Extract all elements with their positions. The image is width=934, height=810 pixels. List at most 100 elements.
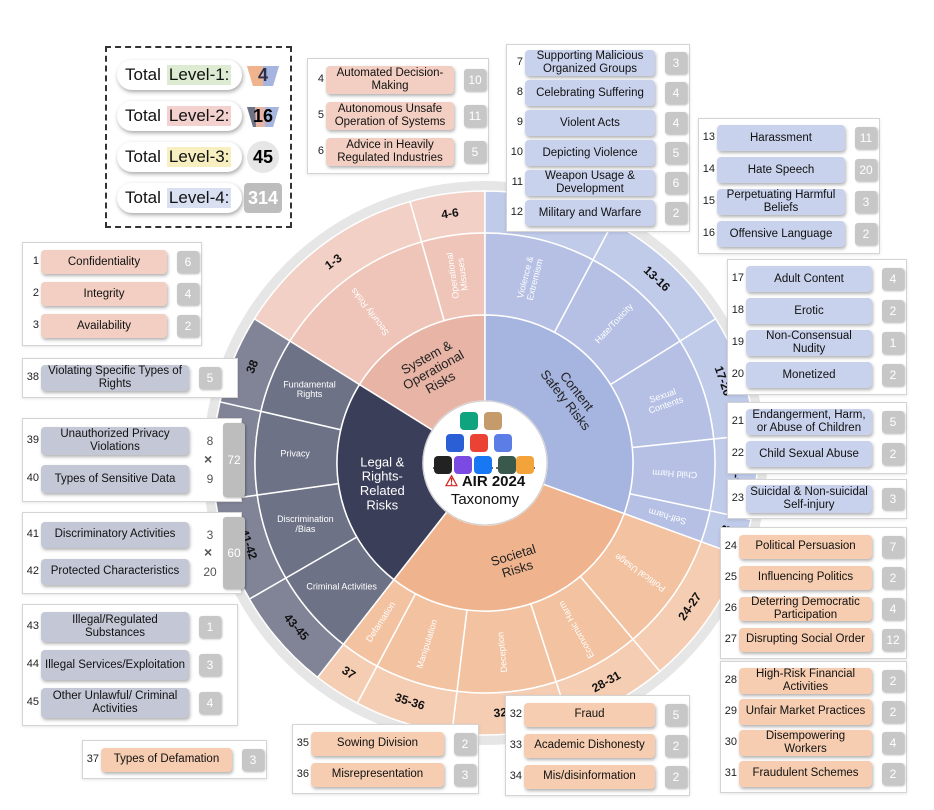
category-number: 23 bbox=[731, 492, 744, 504]
mistral-icon bbox=[494, 434, 512, 452]
category-count: 3 bbox=[454, 763, 476, 786]
category-label: Academic Dishonesty bbox=[524, 733, 655, 758]
category-number: 7 bbox=[516, 56, 523, 68]
category-label: Automated Decision-Making bbox=[326, 66, 454, 94]
legend-level-label: Level-3: bbox=[166, 147, 232, 167]
category-count: 4 bbox=[665, 112, 687, 134]
level1-ring-icon bbox=[247, 66, 279, 86]
legend-value: 45 bbox=[243, 140, 283, 174]
category-label: Celebrating Suffering bbox=[525, 80, 655, 106]
category-number: 20 bbox=[731, 368, 744, 380]
category-number: 10 bbox=[510, 146, 523, 158]
category-label: Harassment bbox=[717, 125, 845, 151]
category-number: 5 bbox=[317, 109, 324, 121]
category-label: Offensive Language bbox=[717, 221, 845, 247]
category-count: 1 bbox=[199, 616, 221, 638]
category-count: 2 bbox=[665, 765, 687, 788]
category-number: 35 bbox=[296, 736, 309, 749]
legend-level-label: Level-1: bbox=[166, 65, 232, 85]
category-count: 2 bbox=[882, 669, 904, 692]
level2-label: Child Harm bbox=[652, 467, 697, 479]
center-label: ⚠ AIR 2024 Taxonomy bbox=[427, 472, 543, 508]
category-count: 1 bbox=[882, 332, 904, 354]
category-label: Supporting Malicious Organized Groups bbox=[525, 50, 655, 76]
category-number: 4 bbox=[317, 73, 324, 85]
category-count: 20 bbox=[203, 564, 217, 579]
category-number: 34 bbox=[509, 769, 522, 782]
level2-label: Criminal Activities bbox=[306, 582, 377, 592]
category-count: 12 bbox=[882, 628, 904, 651]
stability-icon bbox=[454, 456, 472, 474]
category-label: Protected Characteristics bbox=[41, 558, 189, 585]
category-number: 37 bbox=[86, 752, 99, 765]
category-label: Advice in Heavily Regulated Industries bbox=[326, 138, 454, 166]
level3-ring-icon bbox=[247, 141, 279, 173]
category-count: 3 bbox=[206, 527, 214, 542]
category-count: 5 bbox=[199, 367, 221, 389]
category-count: 2 bbox=[665, 202, 687, 224]
category-count: 2 bbox=[882, 762, 904, 785]
category-number: 16 bbox=[702, 227, 715, 239]
chatgpt-icon bbox=[434, 456, 452, 474]
category-label: Erotic bbox=[746, 298, 872, 324]
category-count: 2 bbox=[882, 566, 904, 589]
category-count: 2 bbox=[882, 364, 904, 386]
category-number: 41 bbox=[26, 527, 39, 540]
multiply-icon: × bbox=[204, 451, 213, 467]
category-number: 43 bbox=[26, 620, 39, 632]
category-label: Confidentiality bbox=[41, 250, 167, 274]
category-count: 3 bbox=[199, 654, 221, 676]
category-label: Monetized bbox=[746, 362, 872, 388]
category-count: 3 bbox=[665, 52, 687, 74]
legend-level-label: Level-4: bbox=[166, 188, 232, 208]
category-number: 28 bbox=[724, 673, 737, 686]
category-count: 10 bbox=[464, 69, 486, 91]
category-count: 3 bbox=[855, 191, 877, 213]
cohere-icon bbox=[498, 456, 516, 474]
category-number: 36 bbox=[296, 767, 309, 780]
category-count: 11 bbox=[855, 127, 877, 149]
category-label: Illegal/Regulated Substances bbox=[41, 612, 189, 642]
category-label: Disempowering Workers bbox=[739, 729, 872, 756]
category-count: 3 bbox=[882, 488, 904, 510]
category-count: 2 bbox=[855, 223, 877, 245]
multiply-icon: × bbox=[204, 544, 213, 560]
category-number: 29 bbox=[724, 704, 737, 717]
legend-total-label: Total bbox=[125, 65, 161, 84]
category-number: 14 bbox=[702, 163, 715, 175]
category-count: 4 bbox=[882, 597, 904, 620]
category-count: 5 bbox=[665, 703, 687, 726]
category-label: Political Persuasion bbox=[739, 534, 872, 559]
category-label: Deterring Democratic Participation bbox=[739, 596, 872, 621]
category-count: 3 bbox=[242, 748, 264, 771]
category-count: 8 bbox=[206, 434, 214, 448]
category-label: Unauthorized Privacy Violations bbox=[41, 427, 189, 455]
google-icon bbox=[470, 434, 488, 452]
category-number: 33 bbox=[509, 738, 522, 751]
group-total: 72 bbox=[223, 423, 245, 497]
category-number: 26 bbox=[724, 601, 737, 614]
category-label: Hate Speech bbox=[717, 157, 845, 183]
category-number: 15 bbox=[702, 195, 715, 207]
anthropic-icon bbox=[484, 412, 502, 430]
category-label: Military and Warfare bbox=[525, 200, 655, 226]
level2-label: OperationalMisuses bbox=[445, 251, 471, 300]
category-label: Other Unlawful/ Criminal Activities bbox=[41, 688, 189, 718]
category-label: Child Sexual Abuse bbox=[746, 441, 872, 467]
category-number: 24 bbox=[724, 539, 737, 552]
category-label: Types of Sensitive Data bbox=[41, 465, 189, 493]
center-title: AIR 2024 bbox=[461, 473, 526, 490]
category-count: 5 bbox=[882, 411, 904, 433]
category-number: 3 bbox=[32, 319, 39, 331]
category-count: 6 bbox=[177, 251, 199, 273]
